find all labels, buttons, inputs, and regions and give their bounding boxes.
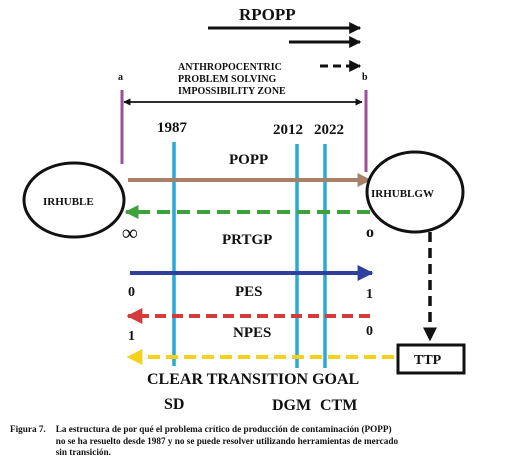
figure-number: Figura 7.	[10, 424, 46, 434]
marker-a: a	[118, 72, 123, 83]
caption-line-3: sin transición.	[55, 447, 111, 457]
zone-label-line3: IMPOSSIBILITY ZONE	[178, 86, 286, 97]
prtgp-label: PRTGP	[222, 232, 272, 248]
ttp-box	[396, 343, 466, 375]
zone-label-line1: ANTHROPOCENTRIC	[178, 62, 282, 73]
ttp-label: TTP	[414, 353, 442, 368]
irhuble-label: IRHUBLE	[43, 196, 94, 208]
marker-b: b	[362, 72, 368, 83]
sd-label: SD	[164, 396, 184, 413]
pes-label: PES	[235, 284, 263, 300]
ctm-label: CTM	[320, 397, 357, 414]
year-2012-label: 2012	[273, 122, 303, 138]
popp-label: POPP	[229, 152, 268, 168]
irhublgw-label: IRHUBLGW	[371, 188, 434, 200]
zero-symbol: o	[366, 224, 374, 241]
year-2022-label: 2022	[314, 122, 344, 138]
caption-line-2: no se ha resuelto desde 1987 y no se pue…	[55, 435, 399, 446]
year-1987-label: 1987	[157, 120, 188, 136]
pes-left-value: 0	[128, 285, 135, 300]
figure-caption: Figura 7. La estructura de por qué el pr…	[10, 424, 520, 459]
irhublgw-node	[365, 150, 465, 234]
dgm-label: DGM	[272, 397, 311, 414]
pes-right-value: 1	[366, 287, 373, 302]
caption-text: La estructura de por qué el problema crí…	[56, 424, 520, 459]
caption-line-1: La estructura de por qué el problema crí…	[55, 424, 392, 434]
rpopp-label: RPOPP	[239, 5, 296, 24]
zone-label-line2: PROBLEM SOLVING	[178, 74, 276, 85]
npes-label: NPES	[233, 325, 271, 341]
npes-left-value: 1	[128, 329, 135, 344]
irhuble-node	[22, 161, 126, 239]
npes-right-value: 0	[366, 324, 373, 339]
infinity-symbol: ∞	[122, 220, 138, 245]
clear-transition-goal-label: CLEAR TRANSITION GOAL	[147, 371, 359, 388]
